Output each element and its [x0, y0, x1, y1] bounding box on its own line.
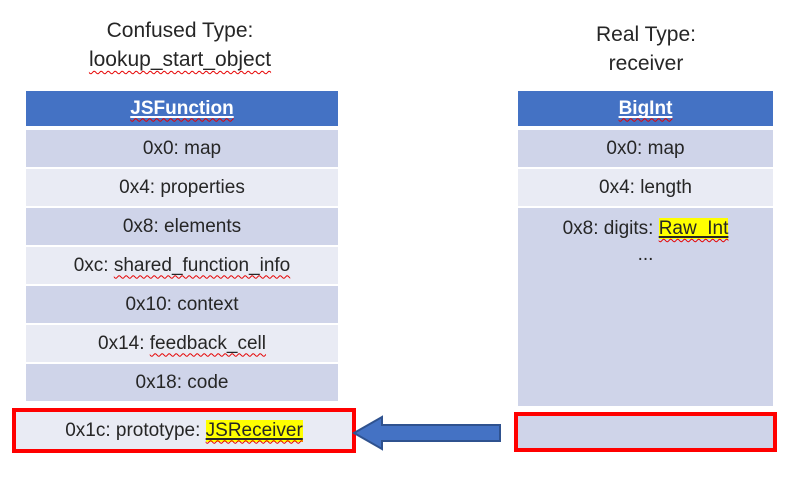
jsfunction-header-squiggle: JSFunction: [130, 98, 233, 120]
table-row-feedback-cell: 0x14: feedback_cell: [26, 325, 338, 362]
row-label: 0x18: code: [135, 371, 229, 393]
table-row-context: 0x10: context: [26, 286, 338, 323]
table-row-map: 0x0: map: [518, 130, 773, 167]
table-row-length: 0x4: length: [518, 169, 773, 206]
table-row-map: 0x0: map: [26, 130, 338, 167]
row-label-misspelled: feedback_cell: [149, 332, 266, 354]
jsreceiver-label: JSReceiver: [205, 419, 303, 441]
row-label-prefix: 0x8: digits:: [562, 218, 659, 239]
real-type-title: Real Type: receiver: [518, 20, 774, 78]
lookup-start-object-label: lookup_start_object: [88, 48, 272, 71]
jsfunction-header-label: JSFunction: [130, 97, 234, 119]
table-row-properties: 0x4: properties: [26, 169, 338, 206]
real-type-title-line1: Real Type:: [595, 23, 696, 46]
jsfunction-table-header: JSFunction: [26, 91, 338, 126]
jsfunction-table: JSFunction 0x0: map 0x4: properties 0x8:…: [26, 91, 338, 401]
bigint-table-header: BigInt: [518, 91, 773, 126]
confused-type-title: Confused Type: lookup_start_object: [4, 16, 356, 74]
digits-row-line1: 0x8: digits: Raw_Int: [563, 216, 729, 242]
row-label: 0x8: elements: [122, 215, 242, 237]
row-label-prefix: 0xc:: [73, 254, 114, 276]
table-row-code: 0x18: code: [26, 364, 338, 401]
confused-type-title-line1: Confused Type:: [106, 19, 254, 42]
digits-row-ellipsis: ...: [637, 244, 654, 265]
table-row-digits: 0x8: digits: Raw_Int ...: [518, 208, 773, 406]
row-label-prefix: 0x14:: [98, 332, 150, 354]
bigint-header-squiggle: BigInt: [619, 98, 673, 120]
oob-empty-row-red-box: [514, 412, 777, 452]
row-label: 0x0: map: [142, 137, 222, 159]
prototype-row-red-box: 0x1c: prototype: JSReceiver: [12, 408, 356, 453]
prototype-row-prefix: 0x1c: prototype:: [65, 419, 206, 441]
row-label-misspelled: shared_function_info: [113, 254, 291, 276]
row-label: 0x10: context: [125, 293, 239, 315]
jsreceiver-highlight: JSReceiver: [205, 419, 303, 442]
table-row-elements: 0x8: elements: [26, 208, 338, 245]
left-block-arrow-icon: [350, 413, 504, 453]
real-type-title-line2: receiver: [608, 52, 684, 75]
table-row-shared-function-info: 0xc: shared_function_info: [26, 247, 338, 284]
row-label: 0x0: map: [606, 137, 685, 159]
row-label: 0x4: length: [599, 176, 692, 198]
bigint-header-label: BigInt: [618, 97, 673, 119]
confused-type-title-line2: lookup_start_object: [4, 45, 356, 74]
raw-int-highlight: Raw_Int: [658, 218, 729, 239]
bigint-table: BigInt 0x0: map 0x4: length 0x8: digits:…: [518, 91, 773, 406]
row-label: 0x4: properties: [119, 176, 245, 198]
raw-int-label: Raw_Int: [658, 218, 729, 239]
